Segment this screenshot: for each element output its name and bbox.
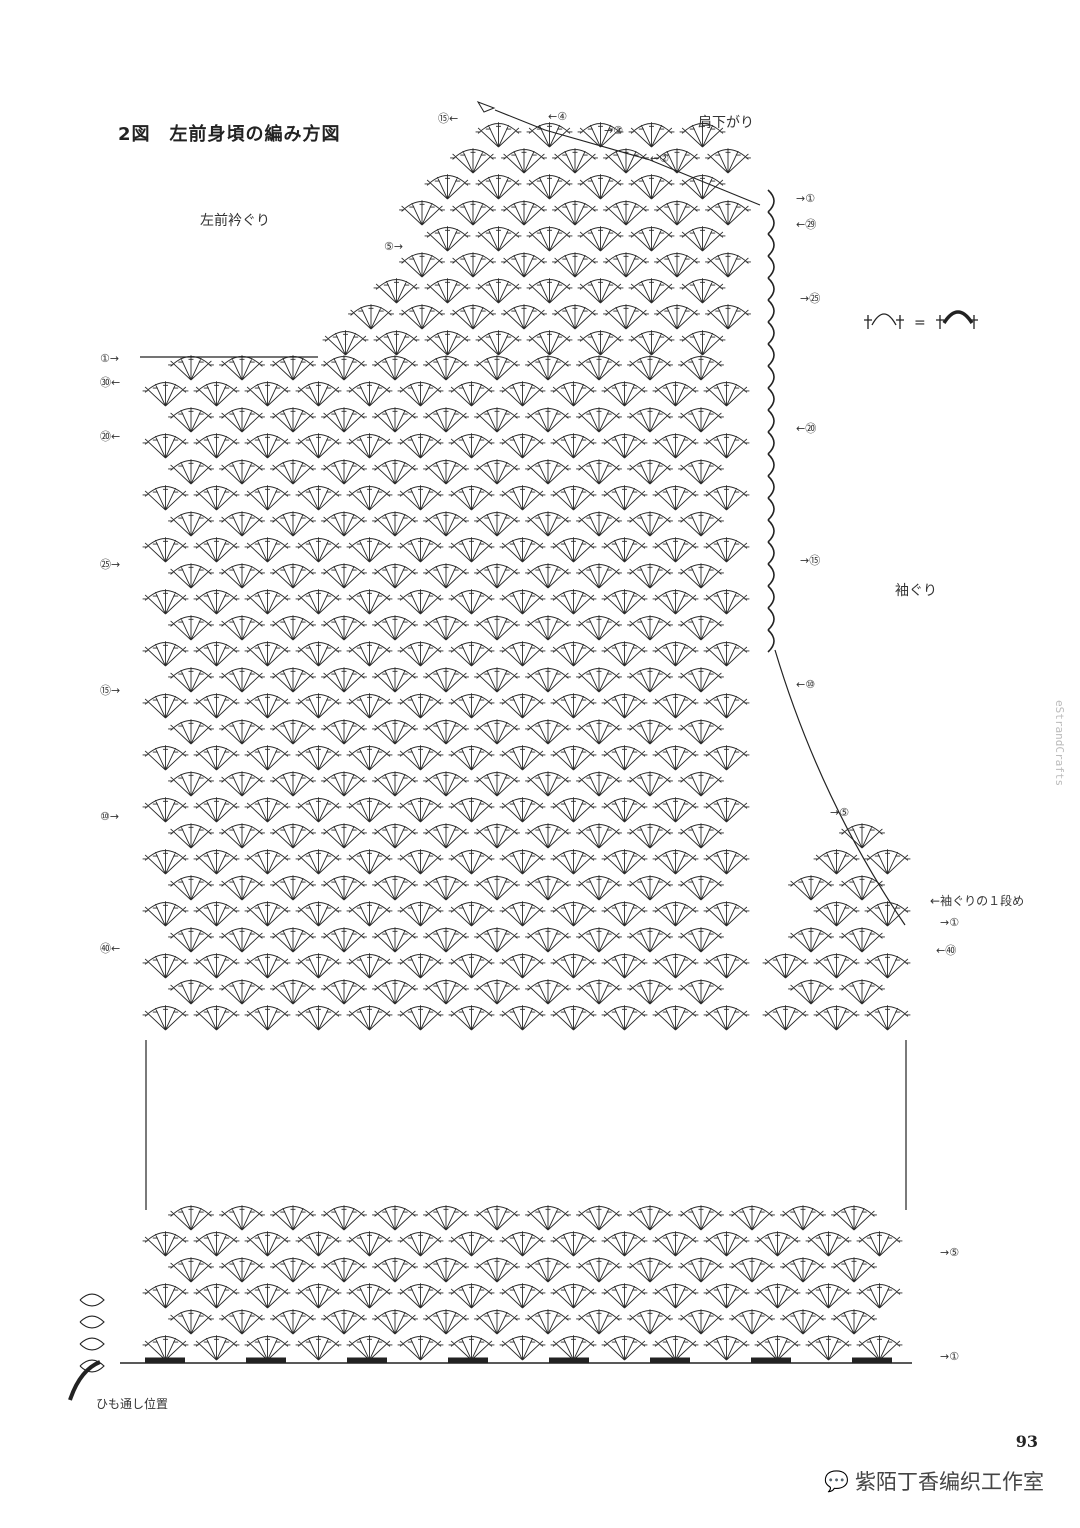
row-marker: ←④ bbox=[548, 110, 568, 123]
row-marker: →③ bbox=[604, 124, 624, 137]
row-marker: ⑳← bbox=[100, 430, 121, 443]
cord-position-label: ひも通し位置 bbox=[96, 1397, 169, 1411]
cord-start bbox=[68, 1360, 101, 1401]
stitch-legend: = bbox=[862, 305, 980, 339]
row-marker: →⑮ bbox=[800, 554, 821, 567]
row-marker: →① bbox=[940, 916, 960, 929]
row-marker: ㉕→ bbox=[100, 558, 121, 571]
row-marker: ⑮→ bbox=[100, 684, 121, 697]
armhole-label: 袖ぐり bbox=[895, 583, 937, 599]
row-marker: ⑤→ bbox=[384, 240, 404, 253]
omission-line bbox=[145, 1040, 907, 1210]
row-marker: ←⑳ bbox=[796, 422, 817, 435]
armhole-slant bbox=[774, 649, 906, 926]
row-marker: ⑮← bbox=[438, 112, 459, 125]
wechat-icon: 💬 bbox=[824, 1469, 849, 1493]
armhole-first-row-label: ←袖ぐりの１段め bbox=[930, 894, 1025, 908]
row-marker: ⑩→ bbox=[100, 810, 120, 823]
edge-loops bbox=[79, 1293, 105, 1373]
stitch-pattern bbox=[142, 122, 911, 1361]
page-title: 2図 左前身頃の編み方図 bbox=[118, 124, 341, 145]
start-marker bbox=[476, 101, 496, 113]
vertical-watermark: eStrandCrafts bbox=[1053, 700, 1066, 787]
armhole-edge bbox=[767, 189, 775, 653]
page-number: 93 bbox=[1015, 1432, 1038, 1451]
row-marker: →① bbox=[796, 192, 816, 205]
row-marker: →㉕ bbox=[800, 292, 821, 305]
watermark: 💬 紫陌丁香编织工作室 bbox=[824, 1469, 1044, 1494]
row-marker: ㊵← bbox=[100, 942, 121, 955]
svg-text:=: = bbox=[914, 315, 926, 331]
row-marker: ←㊵ bbox=[936, 944, 957, 957]
row-marker: ←㉙ bbox=[796, 218, 817, 231]
row-marker: ←⑩ bbox=[796, 678, 816, 691]
row-marker: →⑤ bbox=[940, 1246, 960, 1259]
row-marker: ㉚← bbox=[100, 376, 121, 389]
neckline-label: 左前衿ぐり bbox=[200, 213, 270, 229]
row-marker: →① bbox=[940, 1350, 960, 1363]
row-marker: ①→ bbox=[100, 352, 120, 365]
shoulder-edge bbox=[494, 109, 761, 206]
